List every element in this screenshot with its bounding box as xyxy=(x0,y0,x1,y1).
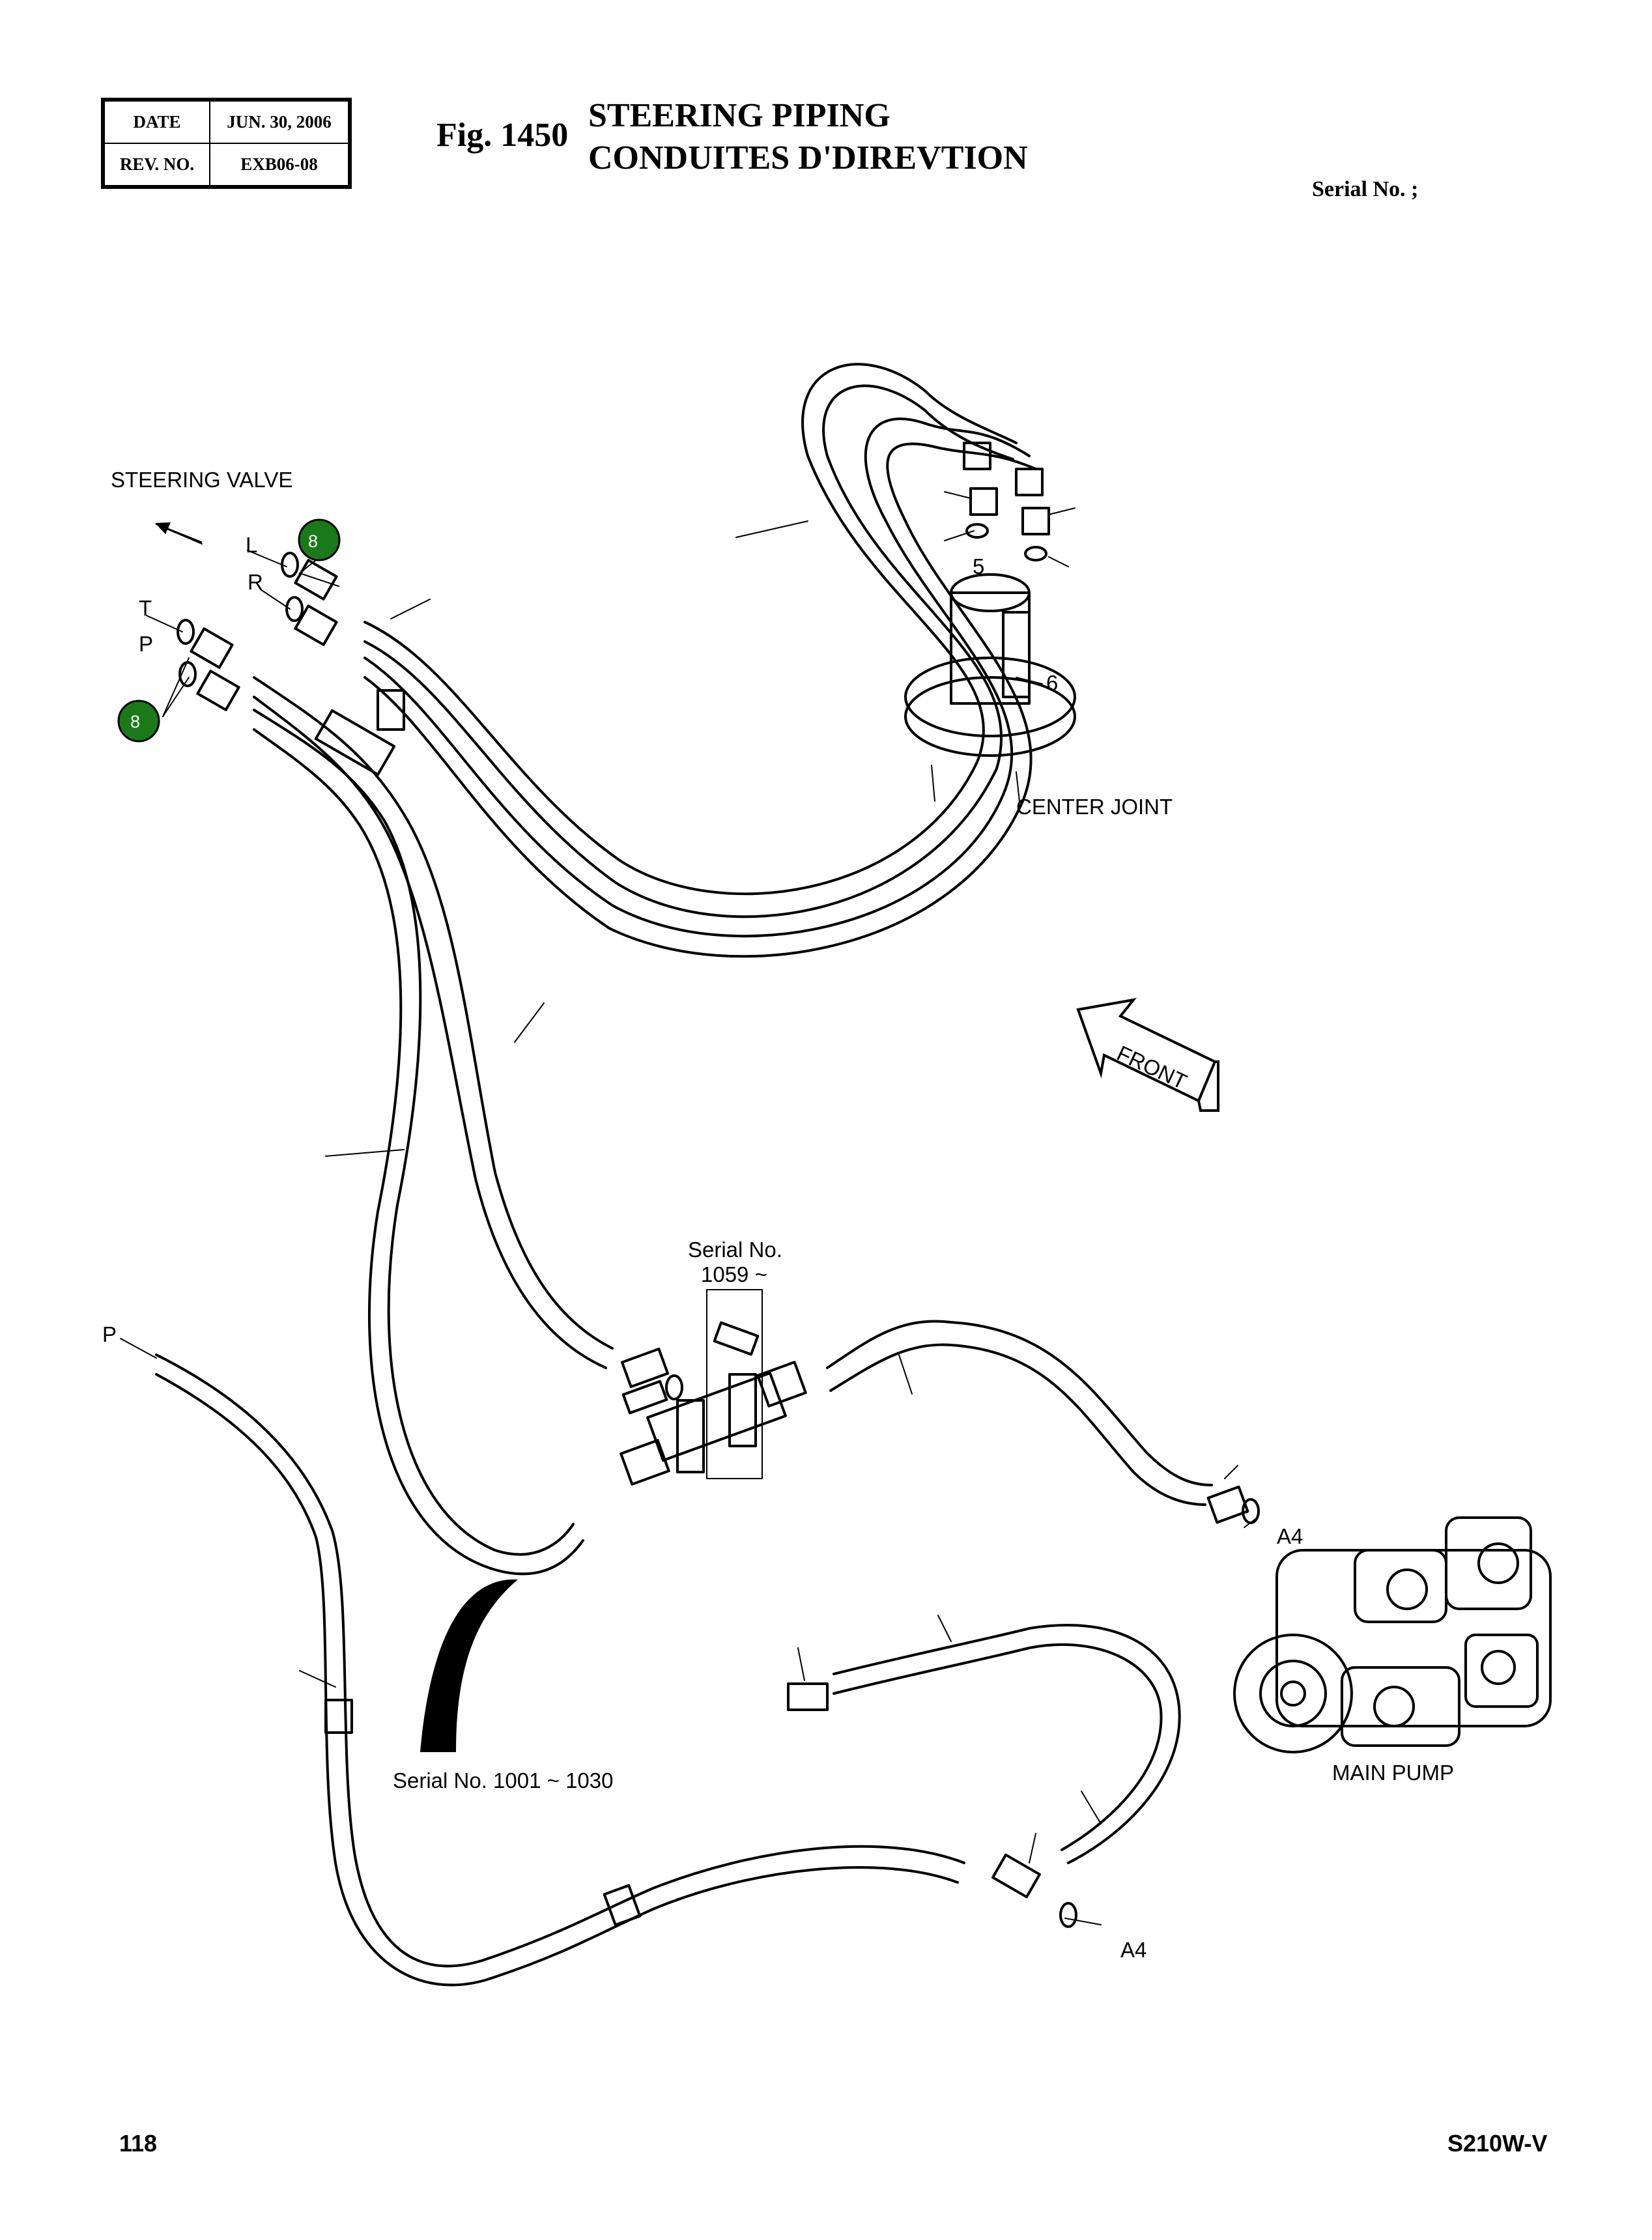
date-value: JUN. 30, 2006 xyxy=(209,100,349,144)
hose-p-to-block xyxy=(253,709,584,1576)
hose-l-to-center-joint xyxy=(363,363,1018,918)
front-arrow xyxy=(1076,998,1219,1112)
clamp-bolt xyxy=(377,689,405,731)
hose-ferrule xyxy=(324,1699,353,1734)
rev-value: EXB06-08 xyxy=(209,143,349,186)
page-title-english: STEERING PIPING xyxy=(588,97,890,134)
hose-r-to-center-joint xyxy=(363,418,1037,958)
date-label: DATE xyxy=(104,100,210,144)
hose-ferrule-2 xyxy=(603,1884,642,1927)
port-p-label: P xyxy=(139,632,153,656)
page-number: 118 xyxy=(119,2130,158,2157)
hose-t-to-block xyxy=(253,676,614,1369)
hose-block-to-pump xyxy=(826,1320,1213,1506)
port-l-label: L xyxy=(246,533,257,557)
serial-1059-label-line2: 1059 ~ xyxy=(701,1262,767,1286)
item-8-badge-top: 8 xyxy=(298,518,341,561)
main-pump-label: MAIN PUMP xyxy=(1332,1761,1454,1785)
item-8-badge-top-label: 8 xyxy=(308,532,318,551)
center-joint-body xyxy=(904,573,1076,757)
main-pump xyxy=(1233,1516,1552,1753)
item-8-badge-left: 8 xyxy=(117,700,160,743)
steering-valve-label: STEERING VALVE xyxy=(111,468,292,492)
serial-1059-label-line1: Serial No. xyxy=(688,1238,782,1262)
hose-clamp xyxy=(314,709,396,776)
item-8-badge-left-label: 8 xyxy=(130,712,140,731)
figure-number: Fig. 1450 xyxy=(436,117,569,154)
center-joint-fittings xyxy=(963,442,1050,561)
serial-1059-box xyxy=(706,1289,763,1479)
manifold-block xyxy=(620,1321,1260,1928)
serial-range-label: Serial No. 1001 ~ 1030 xyxy=(393,1768,614,1793)
leader-lines xyxy=(120,491,1258,1925)
model-code: S210W-V xyxy=(1447,2130,1548,2157)
steering-valve-arrow-head xyxy=(155,522,171,534)
port-t-label: T xyxy=(139,596,152,620)
tee-fitting xyxy=(991,1853,1041,1899)
rev-label: REV. NO. xyxy=(104,143,210,186)
port-a4-lower-label: A4 xyxy=(1120,1938,1146,1962)
serial-number-header: Serial No. ; xyxy=(1312,177,1419,201)
port-p-lower-label: P xyxy=(102,1322,117,1346)
port-r-label: R xyxy=(248,570,263,594)
page-title-french: CONDUITES D'DIREVTION xyxy=(588,139,1028,177)
port-a4-pump-label: A4 xyxy=(1277,1524,1303,1548)
plug-fitting xyxy=(787,1682,829,1711)
revision-box: DATE JUN. 30, 2006 REV. NO. EXB06-08 xyxy=(101,98,352,189)
item-6-label: 6 xyxy=(1046,671,1058,695)
hose-lower-loop xyxy=(833,1624,1181,1864)
hose-p-serial-1001 xyxy=(155,1354,965,1987)
center-joint-label: CENTER JOINT xyxy=(1016,795,1173,819)
serial-range-marker xyxy=(420,1579,518,1752)
item-5-label: 5 xyxy=(973,554,984,578)
